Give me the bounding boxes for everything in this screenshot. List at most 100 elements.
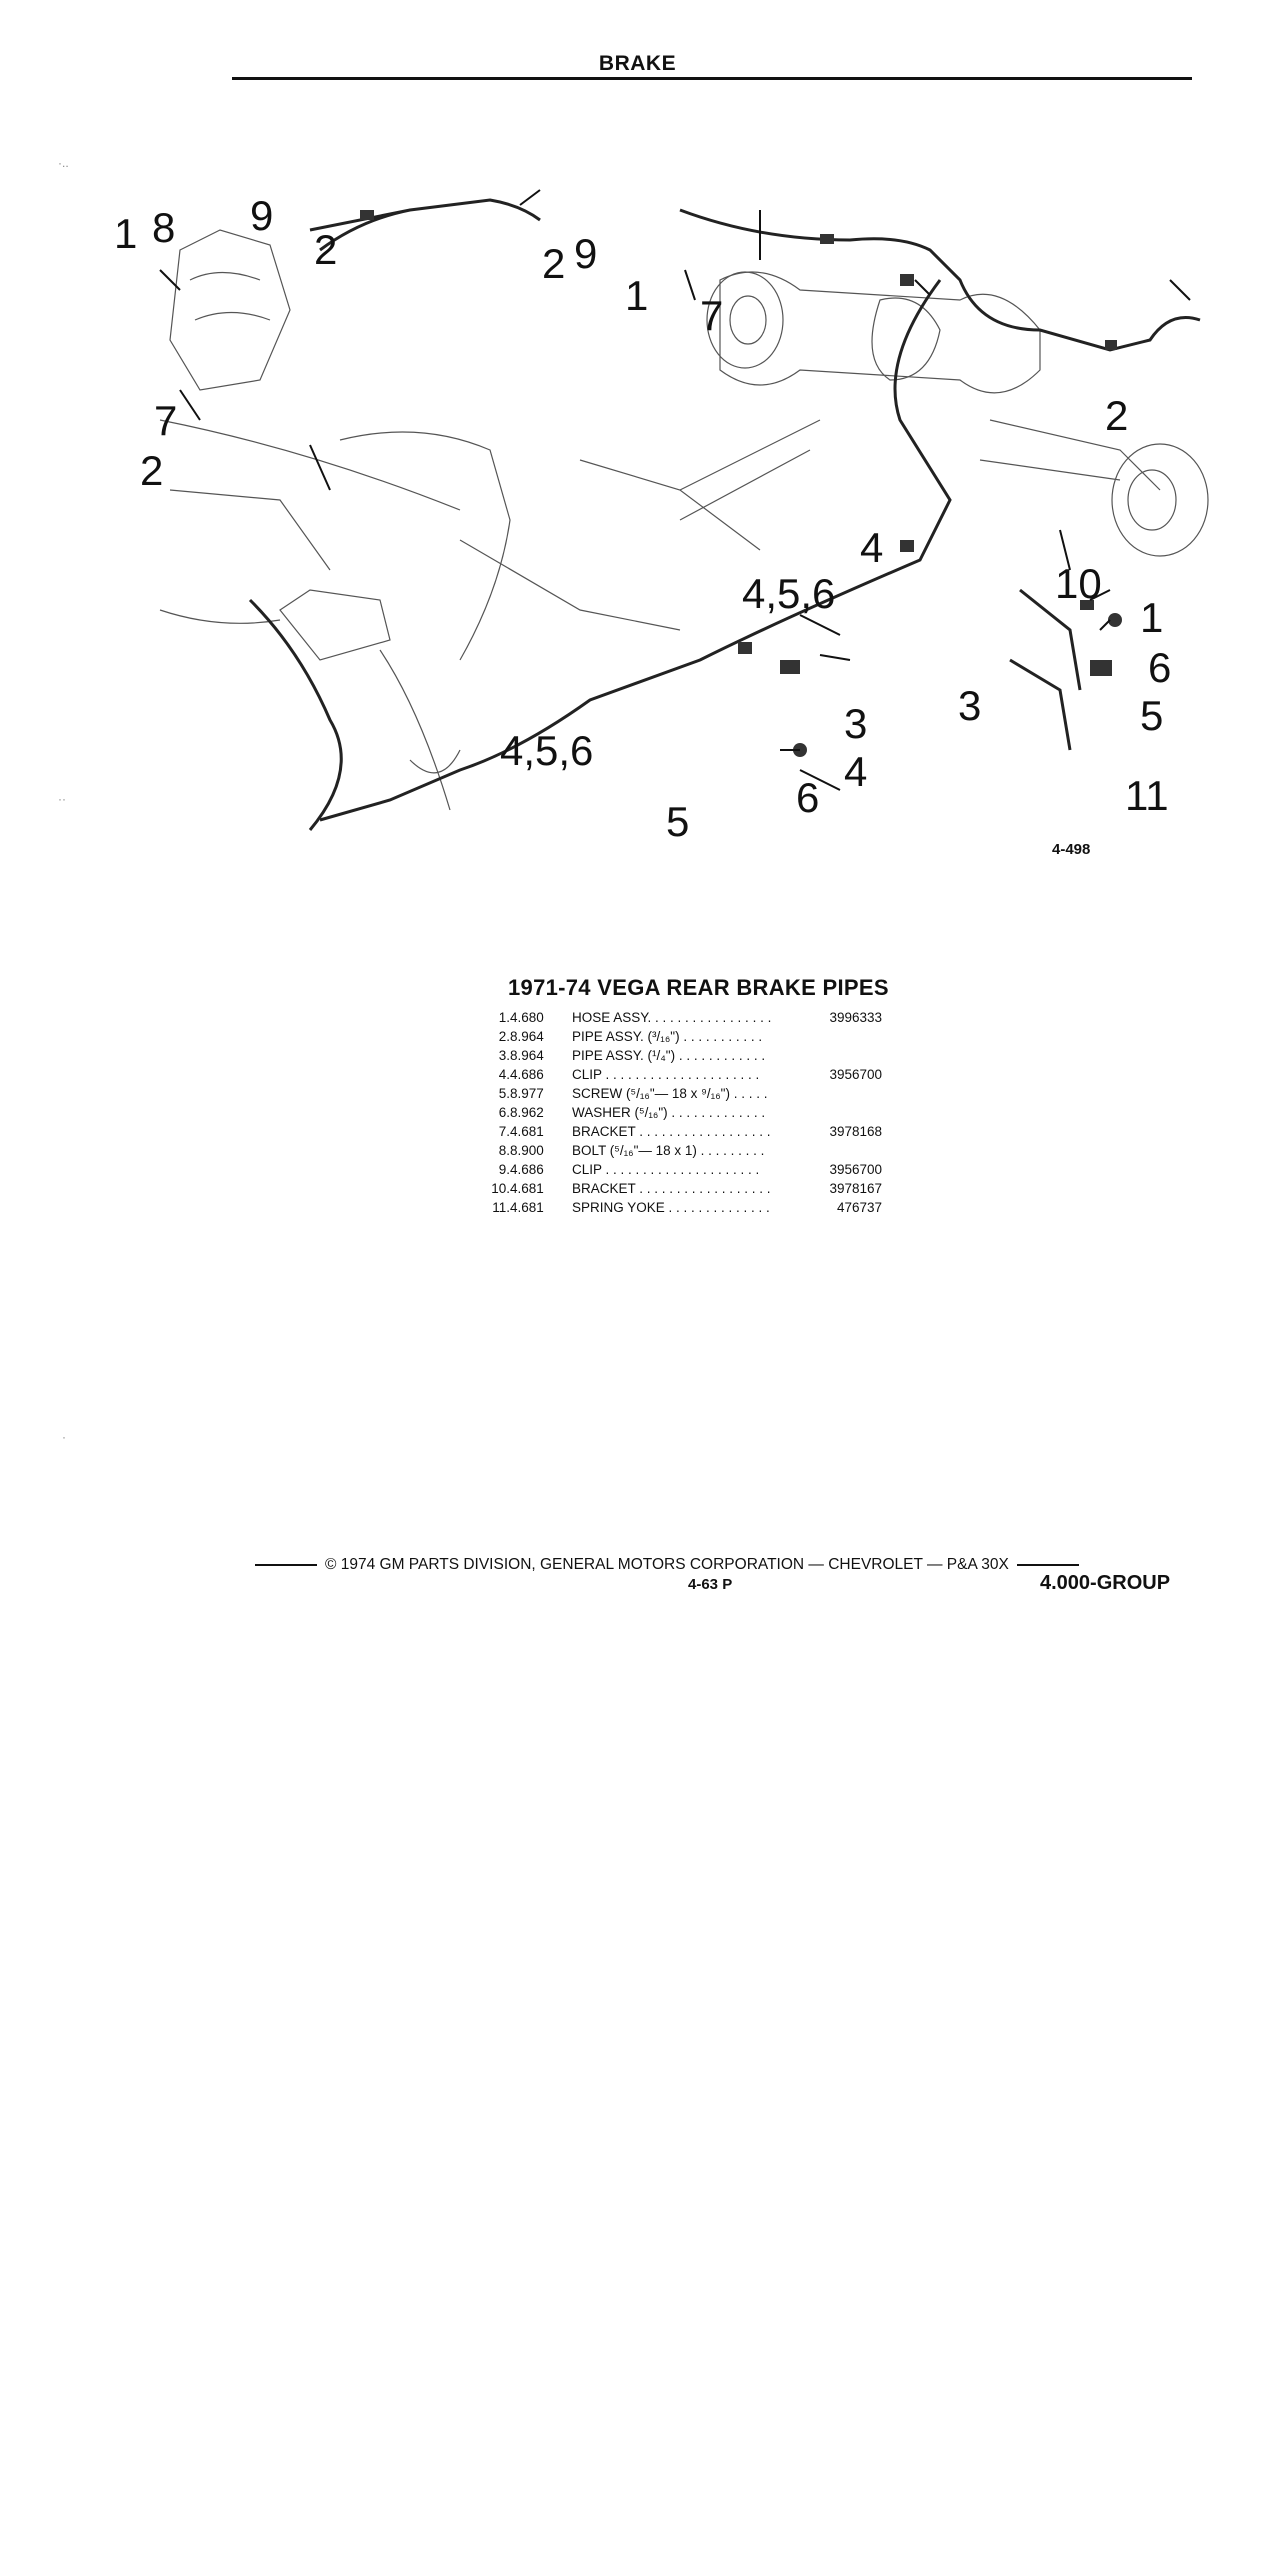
table-row: 9. 4.686 CLIP . . . . . . . . . . . . . …	[470, 1160, 882, 1179]
callout-label: 11	[1125, 772, 1169, 819]
callout-label: 6	[796, 774, 819, 821]
item-number: 6.	[498, 1105, 510, 1120]
header-rule	[232, 77, 1192, 80]
part-description: SPRING YOKE . . . . . . . . . . . . . .	[572, 1200, 770, 1215]
part-description: CLIP . . . . . . . . . . . . . . . . . .…	[572, 1067, 760, 1082]
callout-label: 2	[1105, 392, 1128, 439]
part-description: SCREW (⁵/₁₆"— 18 x ⁹/₁₆") . . . . .	[572, 1086, 768, 1101]
part-number: 3956700	[829, 1067, 882, 1082]
footer-copyright: © 1974 GM PARTS DIVISION, GENERAL MOTORS…	[325, 1556, 1009, 1573]
table-row: 5. 8.977 SCREW (⁵/₁₆"— 18 x ⁹/₁₆") . . .…	[470, 1084, 882, 1103]
callout-label: 9	[574, 230, 597, 277]
parts-table-title: 1971-74 VEGA REAR BRAKE PIPES	[508, 975, 889, 1000]
callout-label: 1	[1140, 594, 1163, 641]
brake-pipe-main-rear	[319, 279, 952, 822]
group-number: 8.962	[510, 1105, 544, 1120]
right-brake-drum	[1111, 443, 1209, 557]
item-number: 10.	[491, 1181, 510, 1196]
group-number: 8.964	[510, 1029, 544, 1044]
rear-axle-housing	[719, 271, 1041, 394]
bracket-part	[1080, 600, 1094, 610]
callout-label: 2	[542, 240, 565, 287]
group-number: 4.686	[510, 1067, 544, 1082]
callout-label: 1	[625, 272, 648, 319]
item-number: 7.	[498, 1124, 510, 1139]
differential-housing	[871, 297, 941, 381]
item-number: 4.	[498, 1067, 510, 1082]
group-number: 8.964	[510, 1048, 544, 1063]
callout-label: 5	[666, 798, 689, 845]
part-number: 3978168	[829, 1124, 882, 1139]
group-number: 4.681	[510, 1124, 544, 1139]
group-label: 4.000-GROUP	[1040, 1572, 1171, 1594]
bracket-part	[900, 274, 914, 286]
scan-speck: ··	[58, 792, 66, 806]
table-row: 8. 8.900 BOLT (⁵/₁₆"— 18 x 1) . . . . . …	[470, 1141, 882, 1160]
part-number	[812, 1084, 882, 1103]
clip-part	[1105, 340, 1117, 350]
table-row: 1. 4.680 HOSE ASSY. . . . . . . . . . . …	[470, 1008, 882, 1027]
group-number: 4.681	[510, 1181, 544, 1196]
part-number	[812, 1141, 882, 1160]
table-row: 4. 4.686 CLIP . . . . . . . . . . . . . …	[470, 1065, 882, 1084]
callout-label: 8	[152, 204, 175, 251]
group-number: 4.681	[510, 1200, 544, 1215]
group-number: 4.686	[510, 1162, 544, 1177]
callout-label: 9	[250, 192, 273, 239]
scan-speck: ·	[62, 1430, 66, 1444]
clip-part	[900, 540, 914, 552]
callout-label: 2	[140, 447, 163, 494]
item-number: 3.	[498, 1048, 510, 1063]
figure-number: 4-498	[1052, 841, 1090, 858]
part-description: BRACKET . . . . . . . . . . . . . . . . …	[572, 1124, 771, 1139]
callout-label: 4,5,6	[742, 570, 835, 617]
brake-pipe-rear-axle	[679, 208, 1201, 352]
brake-pipe-diagram: 1 8 9 2 7 2 2 9 1 7 2 4 4,5,6 10 1 6 5 3…	[114, 189, 1220, 890]
part-number: 3978167	[829, 1181, 882, 1196]
callout-label: 5	[1140, 692, 1163, 739]
brake-pipe-center	[248, 598, 343, 831]
page-header-title: BRAKE	[598, 52, 677, 75]
part-description: BOLT (⁵/₁₆"— 18 x 1) . . . . . . . . .	[572, 1143, 765, 1158]
group-number: 8.900	[510, 1143, 544, 1158]
callout-labels: 1 8 9 2 7 2 2 9 1 7 2 4 4,5,6 10 1 6 5 3…	[114, 192, 1171, 845]
callout-label: 6	[1148, 644, 1171, 691]
master-cylinder-outline	[169, 229, 291, 391]
screw-part	[1108, 613, 1122, 627]
callout-label: 7	[154, 397, 177, 444]
item-number: 9.	[498, 1162, 510, 1177]
footer-copyright-line: © 1974 GM PARTS DIVISION, GENERAL MOTORS…	[255, 1556, 1195, 1574]
brake-pipe-left-front	[309, 198, 541, 252]
table-row: 3. 8.964 PIPE ASSY. (¹/₄") . . . . . . .…	[470, 1046, 882, 1065]
scan-speck: ·..	[58, 156, 69, 170]
parts-list-table: 1. 4.680 HOSE ASSY. . . . . . . . . . . …	[470, 1008, 882, 1217]
callout-label: 4	[844, 748, 867, 795]
part-description: WASHER (⁵/₁₆") . . . . . . . . . . . . .	[572, 1105, 766, 1120]
item-number: 2.	[498, 1029, 510, 1044]
clip-part	[820, 234, 834, 244]
left-brake-drum	[706, 271, 784, 369]
table-row: 10. 4.681 BRACKET . . . . . . . . . . . …	[470, 1179, 882, 1198]
callout-label: 2	[314, 226, 337, 273]
footer-rule-left	[255, 1564, 317, 1566]
callout-label: 4,5,6	[500, 727, 593, 774]
item-number: 8.	[498, 1143, 510, 1158]
item-number: 1.	[498, 1010, 510, 1025]
group-number: 4.680	[510, 1010, 544, 1025]
part-number	[812, 1103, 882, 1122]
group-number: 8.977	[510, 1086, 544, 1101]
callout-label: 3	[844, 700, 867, 747]
part-description: BRACKET . . . . . . . . . . . . . . . . …	[572, 1181, 771, 1196]
callout-label: 7	[700, 292, 723, 339]
part-description: PIPE ASSY. (³/₁₆") . . . . . . . . . . .	[572, 1029, 763, 1044]
part-number: 3956700	[829, 1162, 882, 1177]
proportioning-valve-outline	[279, 589, 391, 661]
table-row: 6. 8.962 WASHER (⁵/₁₆") . . . . . . . . …	[470, 1103, 882, 1122]
footer-rule-right	[1016, 1564, 1079, 1566]
page-number: 4-63 P	[688, 1576, 733, 1593]
part-description: PIPE ASSY. (¹/₄") . . . . . . . . . . . …	[572, 1048, 766, 1063]
spring-yoke-part	[1090, 660, 1112, 676]
item-number: 5.	[498, 1086, 510, 1101]
item-number: 11.	[492, 1200, 510, 1215]
table-row: 11. 4.681 SPRING YOKE . . . . . . . . . …	[470, 1198, 882, 1217]
